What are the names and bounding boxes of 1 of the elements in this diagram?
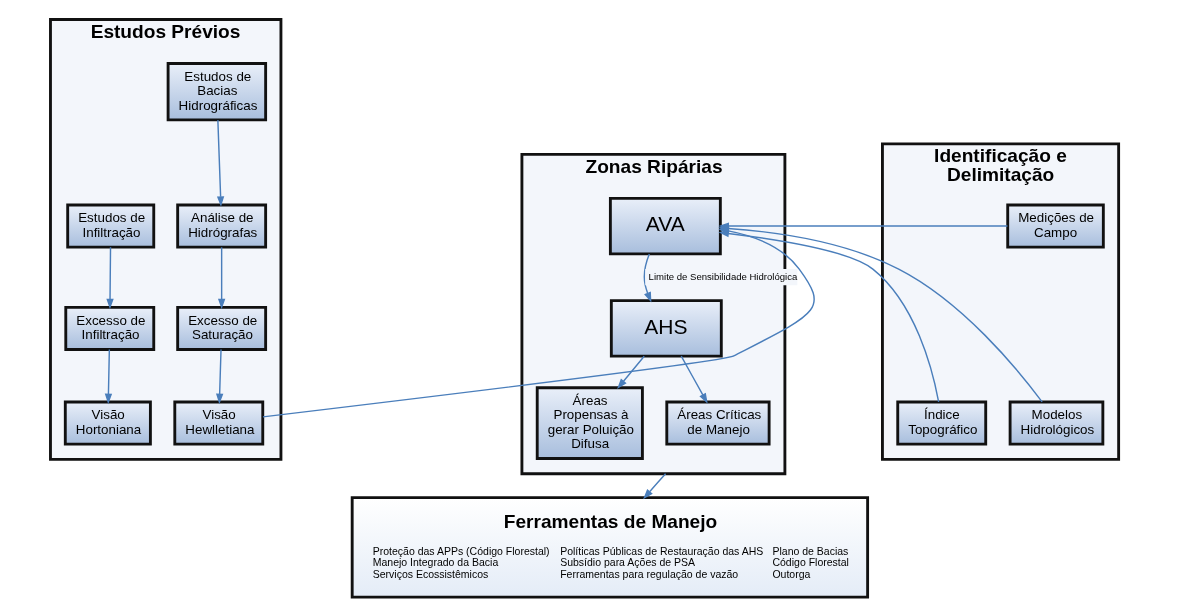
edge-label: Limite de Sensibilidade Hidrológica <box>648 271 798 283</box>
